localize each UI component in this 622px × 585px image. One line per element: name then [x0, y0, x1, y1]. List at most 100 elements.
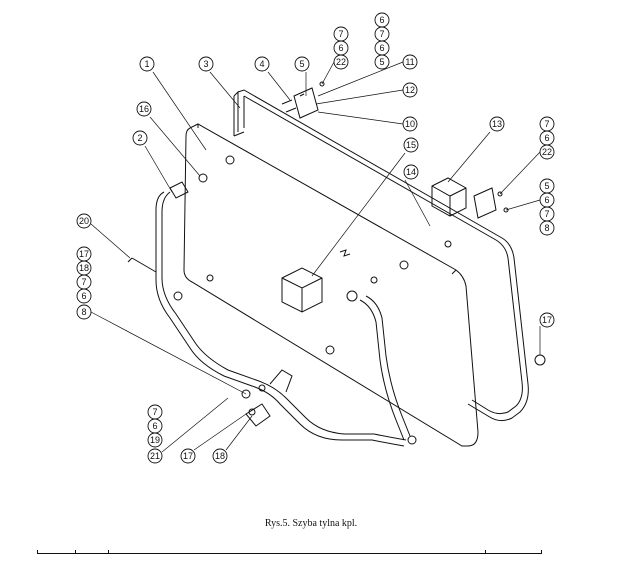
callout-8: 8: [539, 220, 555, 236]
callout-18: 18: [212, 448, 228, 464]
callout-circle: [139, 56, 155, 72]
callout-number: 4: [259, 59, 264, 69]
footer-rule-tick: [541, 550, 542, 554]
callout-number: 18: [79, 263, 89, 273]
callout-22: 22: [333, 54, 349, 70]
callout-number: 2: [137, 133, 142, 143]
callout-circle: [76, 304, 92, 320]
footer-rule-tick: [37, 550, 38, 554]
footer-rule-tick: [75, 550, 76, 554]
callout-circle: [374, 54, 390, 70]
callout-number: 18: [215, 451, 225, 461]
callout-number: 6: [81, 291, 86, 301]
callout-number: 6: [379, 15, 384, 25]
callout-circle: [294, 56, 310, 72]
callout-7: 7: [147, 404, 163, 420]
callout-number: 5: [299, 59, 304, 69]
callout-number: 5: [379, 57, 384, 67]
callout-number: 8: [81, 307, 86, 317]
callout-circle: [76, 213, 92, 229]
left-tube-assembly: [155, 181, 407, 447]
figure-caption: Rys.5. Szyba tylna kpl.: [264, 518, 358, 529]
callout-18: 18: [76, 260, 92, 276]
callout-12: 12: [402, 82, 418, 98]
callout-number: 10: [405, 119, 415, 129]
callout-circle: [489, 116, 505, 132]
callout-number: 11: [405, 57, 414, 67]
callout-number: 14: [406, 167, 416, 177]
callout-17: 17: [76, 246, 92, 262]
callout-number: 21: [150, 451, 160, 461]
callout-number: 7: [152, 407, 157, 417]
callout-circle: [212, 448, 228, 464]
right-tube-assembly: [359, 295, 411, 441]
callout-6: 6: [76, 288, 92, 304]
callout-6: 6: [539, 192, 555, 208]
callout-7: 7: [539, 206, 555, 222]
handle-block: [281, 249, 351, 313]
callout-number: 13: [492, 119, 502, 129]
callout-circle: [136, 101, 152, 117]
callout-13: 13: [489, 116, 505, 132]
callout-circle: [539, 144, 555, 160]
callout-circle: [402, 54, 418, 70]
callout-2: 2: [132, 130, 148, 146]
callout-circle: [198, 56, 214, 72]
lock-block: [431, 177, 497, 219]
callout-number: 7: [544, 119, 549, 129]
callout-17: 17: [539, 312, 555, 328]
top-hinge-bracket: [281, 87, 319, 119]
callout-7: 7: [76, 274, 92, 290]
callout-22: 22: [539, 144, 555, 160]
callout-6: 6: [374, 12, 390, 28]
callout-number: 7: [379, 29, 384, 39]
callout-1: 1: [139, 56, 155, 72]
callout-16: 16: [136, 101, 152, 117]
callout-number: 6: [152, 421, 157, 431]
footer-rule-tick: [485, 550, 486, 554]
callout-3: 3: [198, 56, 214, 72]
callout-number: 15: [406, 140, 416, 150]
callout-circle: [403, 137, 419, 153]
callout-circle: [539, 220, 555, 236]
callout-number: 7: [81, 277, 86, 287]
callout-number: 6: [379, 43, 384, 53]
callout-17: 17: [180, 448, 196, 464]
leader-lines: [90, 61, 541, 453]
callout-7: 7: [333, 26, 349, 42]
footer-rule-tick: [108, 550, 109, 554]
callout-15: 15: [403, 137, 419, 153]
callout-circle: [254, 56, 270, 72]
callout-number: 8: [544, 223, 549, 233]
callout-21: 21: [147, 448, 163, 464]
callout-number: 5: [544, 181, 549, 191]
callout-number: 12: [405, 85, 415, 95]
callout-circle: [403, 164, 419, 180]
callout-5: 5: [374, 54, 390, 70]
glass-panel: [183, 123, 479, 447]
callout-circle: [402, 82, 418, 98]
callout-20: 20: [76, 213, 92, 229]
callout-14: 14: [403, 164, 419, 180]
callout-6: 6: [147, 418, 163, 434]
callout-number: 22: [542, 147, 552, 157]
callout-number: 22: [336, 57, 346, 67]
callout-circle: [333, 54, 349, 70]
footer-rule: [37, 553, 542, 554]
callout-10: 10: [402, 116, 418, 132]
callout-6: 6: [539, 130, 555, 146]
callout-number: 3: [203, 59, 208, 69]
callout-number: 16: [139, 104, 149, 114]
callout-circle: [402, 116, 418, 132]
callout-circle: [147, 432, 163, 448]
callout-7: 7: [539, 116, 555, 132]
callout-number: 1: [144, 59, 149, 69]
callout-7: 7: [374, 26, 390, 42]
callout-number: 6: [338, 43, 343, 53]
callout-circle: [180, 448, 196, 464]
callout-8: 8: [76, 304, 92, 320]
callout-number: 19: [150, 435, 160, 445]
callout-5: 5: [294, 56, 310, 72]
callout-number: 17: [79, 249, 89, 259]
callout-5: 5: [539, 178, 555, 194]
